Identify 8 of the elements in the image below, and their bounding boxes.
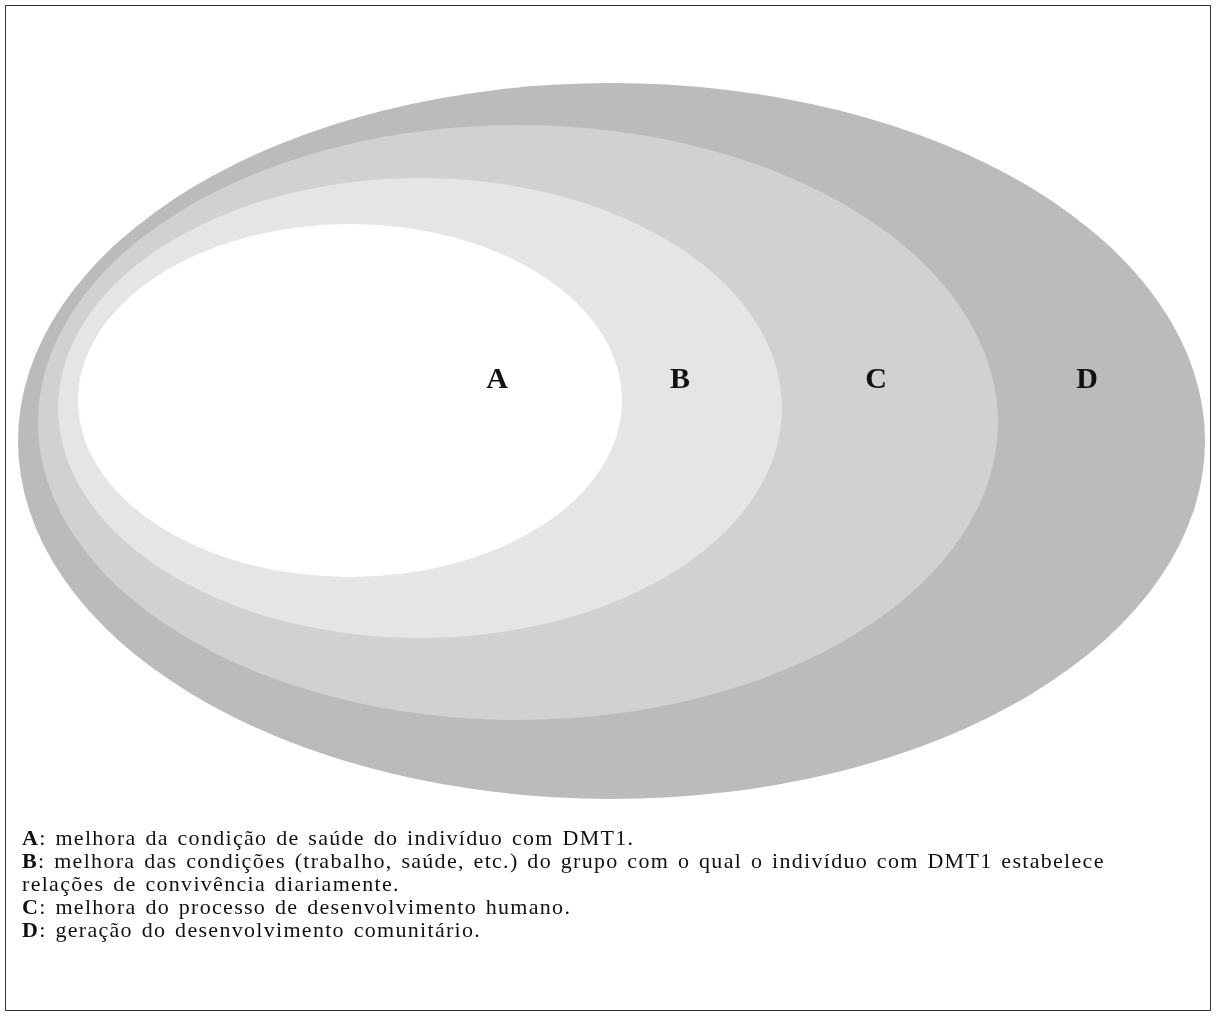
legend-note: B: melhora das condições (trabalho, saúde, etc.) do grupo com o qual o indivíduo com DMT1 estabelece relações de convivência diariamente. — [22, 849, 1106, 895]
legend-note: D: geração do desenvolvimento comunitário. — [22, 918, 483, 941]
region-letter: B — [670, 360, 690, 396]
legend-note: C: melhora do processo de desenvolvimento humano. — [22, 895, 573, 918]
region-letter: A — [486, 360, 508, 396]
region-letter: C — [865, 360, 887, 396]
legend-note: A: melhora da condição de saúde do indivíduo com DMT1. — [22, 826, 636, 849]
region-letter: D — [1076, 360, 1098, 396]
